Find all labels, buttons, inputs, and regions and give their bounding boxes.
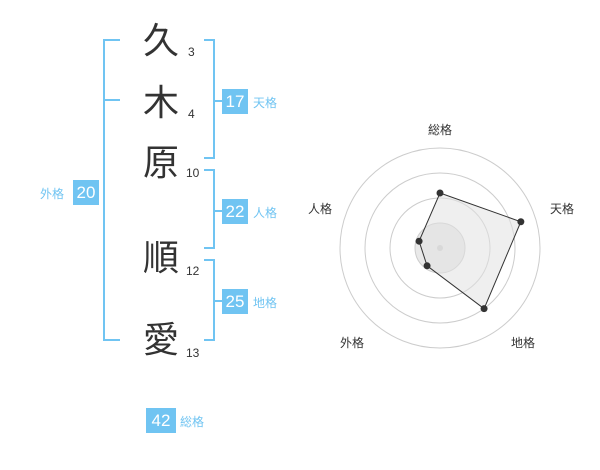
soukaku-value: 42 [146,408,176,433]
radar-point-5 [415,237,423,245]
name-char-4: 順 [142,238,179,279]
radar-point-2 [517,218,525,226]
tenkaku-bracket [204,39,215,159]
gaikaku-label: 外格 [40,187,65,201]
stroke-count-4: 12 [186,264,200,278]
tenkaku-value: 17 [222,89,248,114]
radar-axis-label-gaikaku: 外格 [340,336,365,350]
jinkaku-bracket [204,169,215,249]
name-char-5: 愛 [142,320,179,361]
tenkaku-label: 天格 [253,96,278,110]
stroke-count-2: 4 [188,107,195,121]
radar-axis-label-soukaku: 総格 [428,123,453,137]
soukaku-label: 総格 [180,415,205,429]
name-char-3: 原 [142,143,179,184]
chikaku-value: 25 [222,289,248,314]
radar-point-1 [436,189,444,197]
name-char-1: 久 [142,21,179,62]
radar-point-3 [480,305,488,313]
chikaku-label: 地格 [253,296,278,310]
radar-axis-label-tenkaku: 天格 [550,202,575,216]
radar-series-polygon [418,192,522,310]
gaikaku-value: 20 [73,180,99,205]
radar-ring [339,147,541,349]
radar-axis-label-jinkaku: 人格 [308,202,333,216]
jinkaku-value: 22 [222,199,248,224]
radar-ring [364,172,516,324]
stroke-count-5: 13 [186,346,200,360]
radar-axis-label-chikaku: 地格 [511,336,536,350]
name-char-2: 木 [142,83,179,124]
jinkaku-label: 人格 [253,206,278,220]
gaikaku-bracket [103,39,120,341]
stroke-count-1: 3 [188,45,195,59]
radar-point-4 [423,262,431,270]
stroke-count-3: 10 [186,166,200,180]
